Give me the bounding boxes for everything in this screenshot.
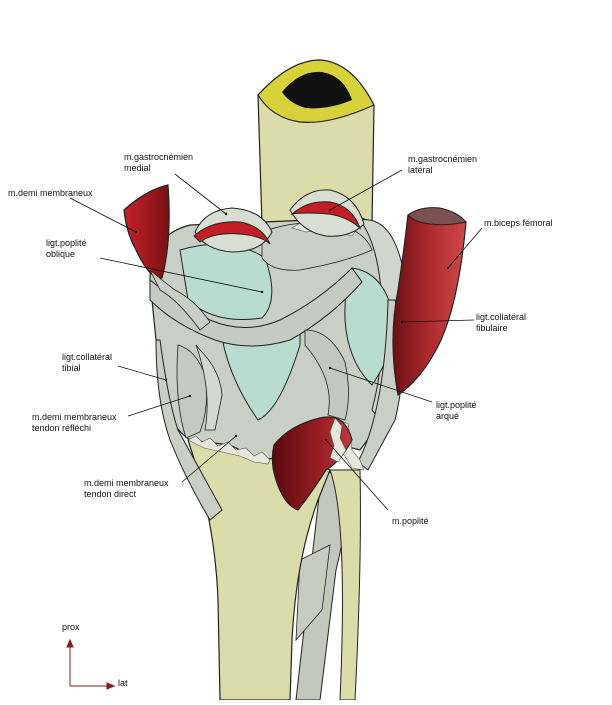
label-prox: prox	[62, 622, 80, 632]
label-collateral-fibulaire: ligt.collatéral fibulaire	[476, 312, 527, 333]
label-collateral-tibial: ligt.collatéral tibial	[62, 352, 113, 373]
lat-arrow-head	[106, 682, 116, 690]
central-cartilage	[221, 321, 301, 421]
leader-collateral-tibial	[117, 365, 167, 381]
femur-medulla	[282, 71, 352, 109]
leader-tendon-reflechi	[127, 395, 191, 417]
label-poplite-arque: ligt.poplité arqué	[436, 400, 477, 421]
leader-gastro-medial	[174, 173, 227, 215]
label-poplite-oblique: ligt.poplité oblique	[46, 238, 87, 259]
label-tendon-direct: m.demi membraneux tendon direct	[84, 478, 169, 499]
label-lat: lat	[118, 678, 128, 688]
leader-demi-membraneux	[69, 197, 137, 233]
lateral-condyle	[344, 267, 394, 386]
leader-poplite-arque	[329, 367, 433, 403]
tibial-collateral-ligament	[155, 339, 223, 521]
label-gastro-medial: m.gastrocnémien medial	[124, 152, 194, 173]
biceps-femoris-section	[407, 207, 467, 226]
medial-fold-2	[195, 344, 223, 431]
biceps-femoris-muscle	[392, 212, 467, 397]
gastro-medial-muscle	[193, 221, 271, 245]
leader-collateral-fibulaire	[401, 319, 475, 323]
leader-lines	[69, 169, 483, 511]
arcuate-region	[304, 329, 349, 421]
leader-m-poplite	[325, 439, 389, 511]
leader-dots	[134, 208, 450, 442]
orientation-arrows	[66, 638, 116, 690]
label-biceps-femoral: m.biceps fémoral	[484, 218, 553, 228]
leader-gastro-lateral	[329, 169, 403, 211]
gastro-lateral-muscle	[290, 201, 362, 230]
label-demi-membraneux: m.demi membraneux	[8, 188, 93, 198]
torn-edge-medial	[187, 435, 271, 465]
semimembranosus-tendon	[149, 269, 211, 331]
leader-biceps	[447, 227, 483, 269]
label-m-poplite: m.poplité	[392, 516, 429, 526]
popliteus-tear	[329, 417, 347, 463]
leader-tendon-direct	[181, 435, 237, 483]
semimembranosus-muscle	[123, 184, 170, 279]
label-gastro-lateral: m.gastrocnémien latéral	[408, 154, 478, 175]
leader-poplite-oblique	[99, 257, 263, 293]
label-tendon-reflechi: m.demi membraneux tendon réfléchi	[32, 412, 117, 433]
medial-fold	[176, 344, 208, 439]
prox-arrow-head	[66, 638, 74, 648]
fibula-head	[295, 544, 331, 642]
